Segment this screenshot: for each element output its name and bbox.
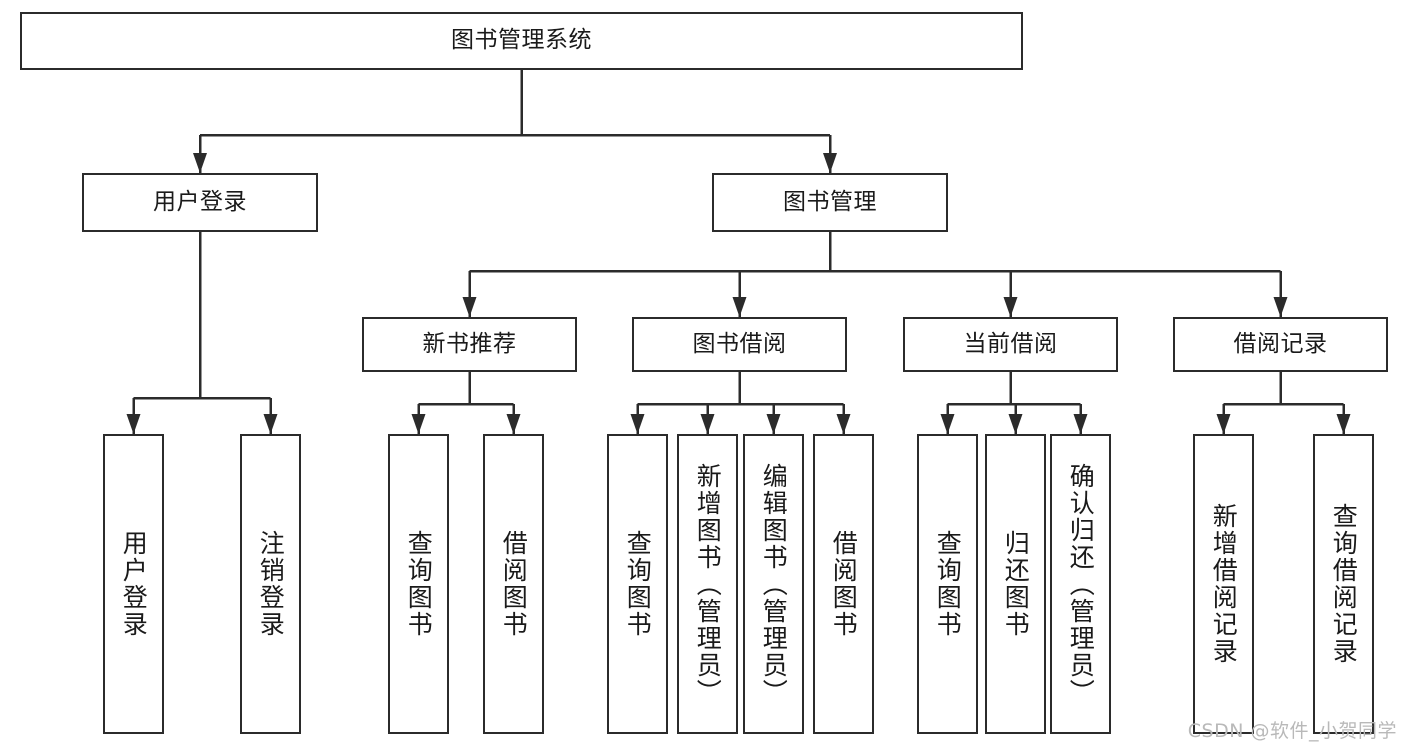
submodule-node-new-book-rec[interactable]: 新书推荐 [362,317,577,372]
leaf-node-leaf-edit-book[interactable]: 编辑图书（管理员） [743,434,804,734]
node-label: 查询图书 [623,530,653,638]
node-label: 查询借阅记录 [1329,503,1359,665]
node-label: 图书管理系统 [451,27,592,54]
submodule-node-current-borrow[interactable]: 当前借阅 [903,317,1118,372]
leaf-node-leaf-confirm-return[interactable]: 确认归还（管理员） [1050,434,1111,734]
leaf-node-leaf-query-book-1[interactable]: 查询图书 [388,434,449,734]
node-label: 新增图书（管理员） [693,462,723,706]
node-label: 当前借阅 [963,330,1058,357]
node-label: 用户登录 [119,530,149,638]
leaf-node-leaf-borrow-book-2[interactable]: 借阅图书 [813,434,874,734]
leaf-node-leaf-user-logout[interactable]: 注销登录 [240,434,301,734]
node-label: 借阅记录 [1233,330,1328,357]
leaf-node-leaf-query-book-3[interactable]: 查询图书 [917,434,978,734]
node-label: 查询图书 [933,530,963,638]
node-label: 借阅图书 [829,530,859,638]
leaf-node-leaf-borrow-book-1[interactable]: 借阅图书 [483,434,544,734]
leaf-node-leaf-user-login[interactable]: 用户登录 [103,434,164,734]
leaf-node-leaf-add-record[interactable]: 新增借阅记录 [1193,434,1254,734]
node-label: 新增借阅记录 [1209,503,1239,665]
module-node-user-login[interactable]: 用户登录 [82,173,318,232]
node-label: 归还图书 [1001,530,1031,638]
submodule-node-borrow-record[interactable]: 借阅记录 [1173,317,1388,372]
root-node-root[interactable]: 图书管理系统 [20,12,1023,70]
leaf-node-leaf-add-book[interactable]: 新增图书（管理员） [677,434,738,734]
leaf-node-leaf-query-book-2[interactable]: 查询图书 [607,434,668,734]
node-label: 用户登录 [153,188,247,215]
node-label: 图书借阅 [692,330,787,357]
leaf-node-leaf-return-book[interactable]: 归还图书 [985,434,1046,734]
module-node-book-manage[interactable]: 图书管理 [712,173,948,232]
node-label: 编辑图书（管理员） [759,462,789,706]
node-label: 借阅图书 [499,530,529,638]
node-label: 注销登录 [256,530,286,638]
csdn-watermark: CSDN @软件_小贺同学 [1187,720,1397,742]
leaf-node-leaf-query-record[interactable]: 查询借阅记录 [1313,434,1374,734]
node-label: 图书管理 [783,188,877,215]
node-label: 新书推荐 [422,330,517,357]
submodule-node-book-borrow[interactable]: 图书借阅 [632,317,847,372]
node-label: 查询图书 [404,530,434,638]
node-label: 确认归还（管理员） [1066,462,1096,706]
